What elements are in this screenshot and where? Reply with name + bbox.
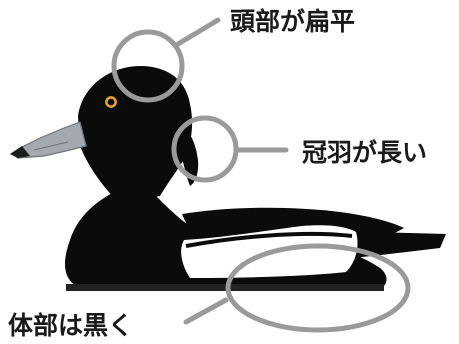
waterline	[66, 284, 384, 291]
callout-head-circle	[111, 29, 185, 103]
callout-body-leader	[183, 297, 229, 325]
callout-body-label: 体部は黒く	[8, 311, 133, 340]
duck-bill-tip	[10, 146, 30, 158]
callout-head: 頭部が扁平	[111, 7, 355, 103]
callout-crest-label: 冠羽が長い	[302, 138, 427, 167]
duck-eye	[105, 96, 117, 108]
duck-crest	[175, 122, 199, 186]
callout-crest: 冠羽が長い	[171, 115, 427, 183]
callout-head-label: 頭部が扁平	[230, 7, 355, 36]
duck-illustration	[10, 66, 446, 291]
callout-body: 体部は黒く	[8, 243, 411, 340]
flank-line	[185, 231, 353, 248]
callout-body-ellipse	[225, 243, 411, 333]
duck-bill-line	[33, 141, 69, 151]
callout-head-leader	[175, 17, 221, 47]
